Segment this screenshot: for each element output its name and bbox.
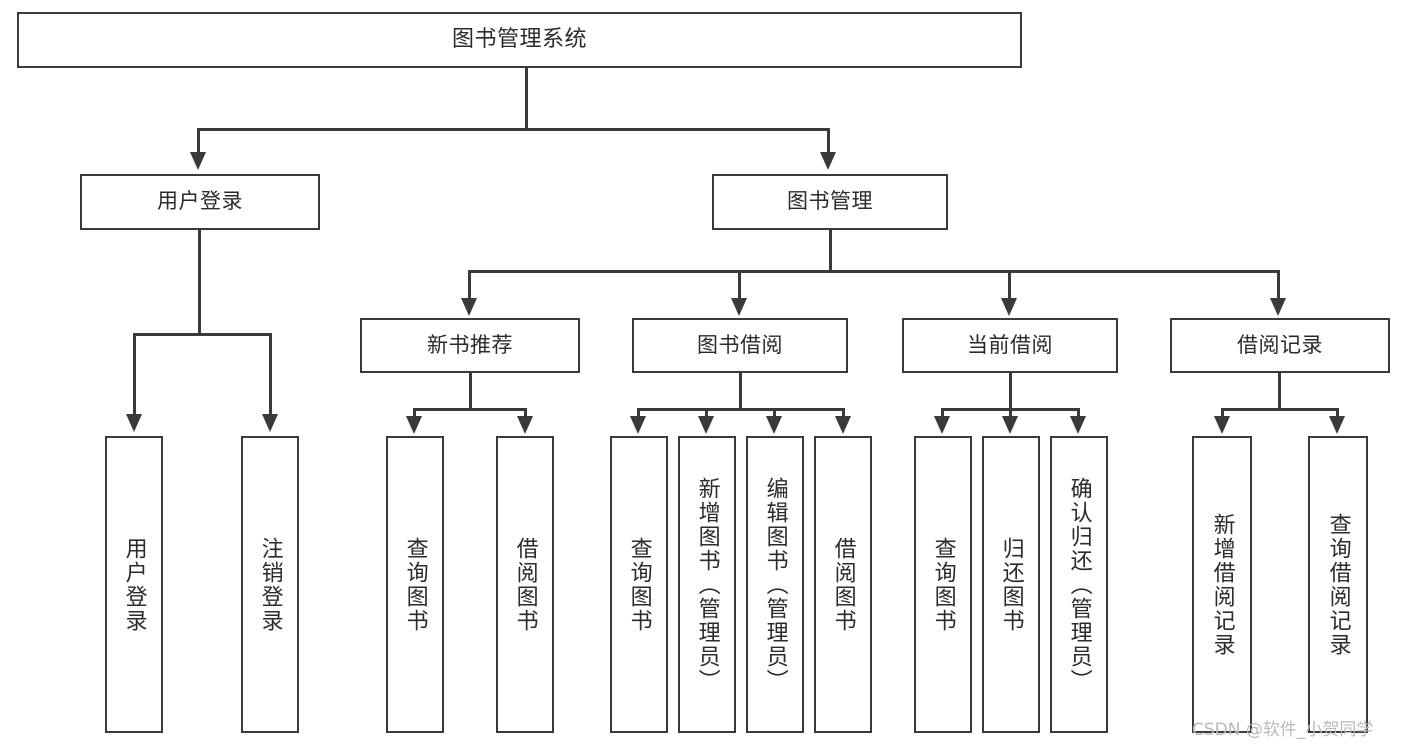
connector-new-book-drop-1	[413, 408, 416, 420]
leaf-query-borrow-record[interactable]: 查询借阅记录	[1308, 436, 1368, 733]
node-label: 查询图书	[402, 536, 428, 633]
arrow-to-leaf-edit-book	[766, 416, 782, 434]
connector-book-borrow-stem	[739, 373, 742, 410]
connector-current-borrow-drop-2	[1009, 408, 1012, 420]
node-label: 图书借阅	[697, 332, 783, 357]
node-label: 归还图书	[998, 536, 1024, 633]
leaf-borrow-book-recommend[interactable]: 借阅图书	[496, 436, 554, 733]
connector-root-drop-left	[197, 128, 200, 154]
connector-branch-drop-3	[1008, 270, 1011, 300]
connector-book-borrow-drop-4	[842, 408, 845, 420]
arrow-to-user-login	[190, 152, 206, 170]
connector-borrow-record-drop-2	[1336, 408, 1339, 420]
node-label: 注销登录	[257, 536, 283, 633]
node-book-borrow[interactable]: 图书借阅	[632, 318, 848, 373]
arrow-to-leaf-confirm-return	[1070, 416, 1086, 434]
connector-borrow-record-bus	[1221, 408, 1339, 411]
leaf-return-book[interactable]: 归还图书	[982, 436, 1040, 733]
node-book-management[interactable]: 图书管理	[712, 174, 948, 230]
leaf-confirm-return-admin[interactable]: 确认归还（管理员）	[1050, 436, 1108, 733]
arrow-to-leaf-borrow-book-1	[517, 416, 533, 434]
arrow-to-new-book-recommend	[461, 298, 477, 316]
arrow-to-book-manage	[820, 152, 836, 170]
arrow-to-leaf-query-book-2	[630, 416, 646, 434]
leaf-query-book-recommend[interactable]: 查询图书	[386, 436, 444, 733]
node-current-borrow[interactable]: 当前借阅	[902, 318, 1118, 373]
leaf-query-book-borrow[interactable]: 查询图书	[610, 436, 668, 733]
connector-book-borrow-drop-3	[773, 408, 776, 420]
node-label: 查询借阅记录	[1325, 512, 1351, 657]
connector-root-stem	[525, 68, 528, 130]
node-user-login[interactable]: 用户登录	[80, 174, 320, 230]
arrow-to-leaf-query-book-3	[934, 416, 950, 434]
connector-user-login-drop-1	[133, 333, 136, 416]
arrow-to-current-borrow	[1001, 298, 1017, 316]
connector-root-drop-right	[827, 128, 830, 154]
connector-borrow-record-stem	[1278, 373, 1281, 410]
connector-book-manage-bus	[468, 270, 1280, 273]
node-label: 查询图书	[626, 536, 652, 633]
arrow-to-leaf-borrow-book-2	[835, 416, 851, 434]
connector-new-book-bus	[413, 408, 527, 411]
node-label: 图书管理	[787, 189, 873, 214]
connector-book-borrow-drop-2	[705, 408, 708, 420]
connector-user-login-stem	[198, 230, 201, 335]
connector-branch-drop-1	[468, 270, 471, 300]
connector-borrow-record-drop-1	[1221, 408, 1224, 420]
node-label: 用户登录	[121, 536, 147, 633]
connector-book-borrow-drop-1	[637, 408, 640, 420]
arrow-to-leaf-query-record	[1329, 416, 1345, 434]
connector-current-borrow-stem	[1009, 373, 1012, 410]
arrow-to-leaf-return-book	[1002, 416, 1018, 434]
node-label: 借阅图书	[512, 536, 538, 633]
node-label: 借阅图书	[830, 536, 856, 633]
node-label: 当前借阅	[967, 332, 1053, 357]
arrow-to-book-borrow	[731, 298, 747, 316]
connector-user-login-bus	[133, 333, 272, 336]
connector-user-login-drop-2	[269, 333, 272, 416]
node-root-system[interactable]: 图书管理系统	[17, 12, 1022, 68]
node-label: 新书推荐	[427, 332, 513, 357]
leaf-user-login[interactable]: 用户登录	[105, 436, 163, 733]
connector-new-book-stem	[469, 373, 472, 410]
node-label: 查询图书	[930, 536, 956, 633]
leaf-borrow-book-borrow[interactable]: 借阅图书	[814, 436, 872, 733]
node-label: 新增图书（管理员）	[694, 476, 720, 693]
leaf-edit-book-admin[interactable]: 编辑图书（管理员）	[746, 436, 804, 733]
connector-current-borrow-drop-3	[1077, 408, 1080, 420]
node-label: 编辑图书（管理员）	[762, 476, 788, 693]
connector-root-bus	[197, 128, 829, 131]
leaf-logout[interactable]: 注销登录	[241, 436, 299, 733]
leaf-query-book-current[interactable]: 查询图书	[914, 436, 972, 733]
connector-current-borrow-drop-1	[941, 408, 944, 420]
connector-branch-drop-2	[738, 270, 741, 300]
arrow-to-leaf-query-book-1	[406, 416, 422, 434]
node-label: 用户登录	[157, 189, 243, 214]
arrow-to-leaf-user-login	[126, 414, 142, 432]
arrow-to-leaf-add-record	[1214, 416, 1230, 434]
node-label: 借阅记录	[1237, 332, 1323, 357]
leaf-add-borrow-record[interactable]: 新增借阅记录	[1192, 436, 1252, 733]
node-label: 图书管理系统	[451, 26, 587, 52]
node-borrow-record[interactable]: 借阅记录	[1170, 318, 1390, 373]
node-label: 确认归还（管理员）	[1066, 476, 1092, 693]
connector-book-borrow-bus	[637, 408, 845, 411]
arrow-to-leaf-add-book	[698, 416, 714, 434]
arrow-to-leaf-logout	[262, 414, 278, 432]
connector-new-book-drop-2	[524, 408, 527, 420]
connector-branch-drop-4	[1277, 270, 1280, 300]
node-label: 新增借阅记录	[1209, 512, 1235, 657]
connector-book-manage-stem	[829, 230, 832, 272]
node-new-book-recommend[interactable]: 新书推荐	[360, 318, 580, 373]
arrow-to-borrow-record	[1270, 298, 1286, 316]
leaf-add-book-admin[interactable]: 新增图书（管理员）	[678, 436, 736, 733]
